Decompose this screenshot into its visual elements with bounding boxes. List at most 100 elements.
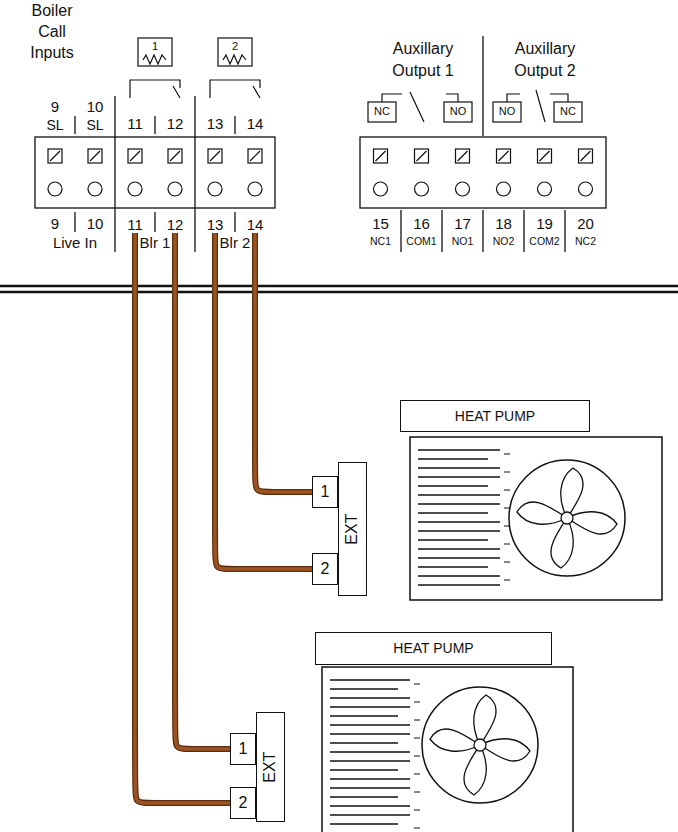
- heat-pump-title: HEAT PUMP: [315, 632, 552, 665]
- terminal-number: 13: [195, 216, 235, 233]
- heat-pump-unit: [410, 437, 662, 600]
- grille-slat: [418, 530, 500, 531]
- relay-contact: [382, 94, 402, 102]
- relay-contact: [368, 102, 396, 122]
- unit-title: HEAT PUMP: [455, 408, 535, 424]
- relay-symbol: [143, 55, 166, 64]
- terminal-block: [154, 212, 155, 232]
- screw-head: [374, 149, 388, 163]
- terminal-label: 2: [321, 560, 330, 578]
- grille: [330, 680, 420, 828]
- grille-slat: [330, 733, 410, 734]
- terminal-block: [194, 96, 195, 252]
- fan: [509, 460, 625, 576]
- wire-core: [255, 233, 312, 492]
- terminal-column: 1313: [195, 115, 235, 233]
- screw-head: [208, 149, 222, 163]
- terminal-box: 1: [312, 476, 338, 508]
- grille: [418, 450, 510, 585]
- wire: [135, 233, 230, 803]
- grille-slat: [418, 539, 488, 540]
- grille-slat: [414, 684, 420, 685]
- screw-head: [538, 149, 552, 163]
- heat-pump-unit: [322, 667, 573, 832]
- grille-slat: [330, 742, 398, 743]
- grille-slat: [330, 823, 398, 824]
- wire-entry: [456, 182, 470, 196]
- terminal-block: [74, 212, 75, 232]
- unit-title: HEAT PUMP: [393, 640, 473, 656]
- relay-symbol: [138, 38, 172, 66]
- relay-contact: [493, 102, 521, 122]
- grille-slat: [418, 494, 500, 495]
- relay-contact: [536, 90, 545, 122]
- terminal-block: [154, 116, 155, 134]
- screw-slot: [540, 151, 550, 161]
- grille-slat: [330, 688, 398, 689]
- terminal-label: NC2: [575, 235, 596, 247]
- wire-outline: [175, 233, 230, 749]
- relay-symbol: [253, 86, 260, 98]
- relay-symbol: [130, 80, 180, 98]
- terminal-block: [400, 210, 401, 252]
- grille-slat: [418, 503, 500, 504]
- wire: [255, 233, 312, 492]
- terminal-label: 16: [413, 215, 430, 232]
- heading-label: Auxillary Output 2: [503, 38, 587, 82]
- terminal-label: 19: [536, 215, 553, 232]
- wire-entry: [497, 182, 511, 196]
- terminal-label: Blr 1: [140, 234, 171, 251]
- fan: [422, 687, 538, 803]
- grille-slat: [418, 512, 488, 513]
- terminal-label: SL: [86, 117, 103, 133]
- wire-entry: [415, 182, 429, 196]
- relay-contact: [554, 102, 582, 122]
- wire-outline: [255, 233, 312, 492]
- panel-edge: [0, 285, 678, 288]
- screw-terminals: [48, 149, 262, 196]
- wire-entry: [48, 182, 62, 196]
- terminal-column: 1111: [115, 115, 155, 233]
- grille-slat: [418, 467, 500, 468]
- screw-slot: [130, 151, 140, 161]
- terminal-number: 11: [115, 115, 155, 132]
- terminal-number: 14: [235, 115, 275, 132]
- grille-slat: [504, 562, 510, 563]
- screw-slot: [499, 151, 509, 161]
- screw-head: [415, 149, 429, 163]
- grille-slat: [414, 792, 420, 793]
- grille-slat: [330, 751, 410, 752]
- terminal-label: 1: [239, 740, 248, 758]
- terminal-box: 2: [230, 787, 256, 819]
- relay-contact: [410, 92, 424, 122]
- terminal-label: EXT: [343, 513, 361, 544]
- relay-contact: [550, 94, 568, 102]
- heat-pump-title: HEAT PUMP: [400, 400, 590, 432]
- terminal-label: 1: [152, 40, 158, 53]
- terminal-number: 12: [155, 115, 195, 132]
- terminal-label: EXT: [261, 751, 279, 782]
- screw-slot: [210, 151, 220, 161]
- relay-symbol: [130, 38, 260, 98]
- screw-terminals: [374, 149, 593, 196]
- screw-slot: [50, 151, 60, 161]
- relay-symbol: [210, 80, 260, 98]
- terminal-column: 1212: [155, 115, 195, 233]
- ext-terminal-block: EXT: [338, 462, 367, 596]
- screw-head: [88, 149, 102, 163]
- relay-symbol: [173, 86, 180, 98]
- terminal-block: [523, 210, 524, 252]
- grille-slat: [414, 720, 420, 721]
- grille-slat: [330, 697, 410, 698]
- terminal-label: Live In: [53, 234, 97, 251]
- grille-slat: [414, 756, 420, 757]
- terminal-label: 2: [239, 794, 248, 812]
- screw-head: [497, 149, 511, 163]
- terminal-label: 20: [577, 215, 594, 232]
- screw-slot: [417, 151, 427, 161]
- terminal-label: NC: [374, 105, 390, 118]
- relay-symbol: [223, 55, 246, 64]
- grille-slat: [330, 706, 410, 707]
- panel-edge: [0, 286, 678, 292]
- wire-core: [215, 233, 312, 569]
